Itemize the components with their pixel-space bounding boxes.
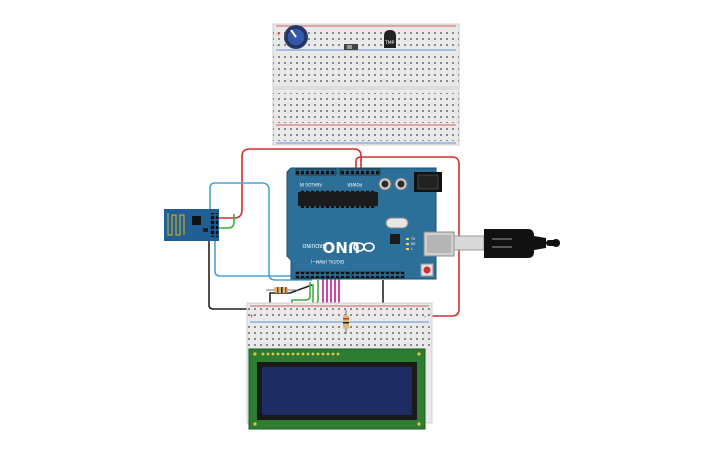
analog-in-label: ANALOG IN bbox=[300, 182, 322, 187]
lcd-screen bbox=[262, 367, 412, 415]
board-name: UNO bbox=[323, 238, 361, 256]
slide-switch[interactable] bbox=[344, 44, 358, 50]
temperature-sensor: TMP bbox=[384, 30, 396, 48]
led-tx-label: TX bbox=[410, 237, 416, 241]
lcd-display bbox=[248, 348, 426, 430]
brand-label: ARDUINO bbox=[302, 242, 326, 248]
wiring bbox=[208, 148, 460, 330]
bottom-rail-plus-label: + bbox=[249, 313, 254, 320]
led-rx-label: RX bbox=[411, 242, 416, 246]
temperature-sensor-label: TMP bbox=[384, 40, 395, 46]
digital-label: DIGITAL (PWM~) bbox=[310, 259, 344, 264]
arduino-board: ANALOG IN POWER DIGITAL (PWM~) TX RX L bbox=[286, 167, 455, 280]
potentiometer[interactable] bbox=[284, 25, 308, 49]
power-label: POWER bbox=[347, 182, 362, 187]
usb-cable bbox=[453, 229, 560, 258]
arduino-logo bbox=[353, 242, 375, 252]
led-l-label: L bbox=[411, 247, 413, 251]
top-rail-plus-label: + bbox=[276, 31, 281, 38]
top-breadboard: + - bbox=[272, 23, 460, 146]
resistor bbox=[266, 287, 298, 293]
wifi-module bbox=[164, 209, 219, 241]
lcd-resistor bbox=[343, 310, 349, 334]
top-rail-minus-label: - bbox=[276, 42, 278, 49]
bottom-rail-minus-label: - bbox=[424, 313, 426, 320]
